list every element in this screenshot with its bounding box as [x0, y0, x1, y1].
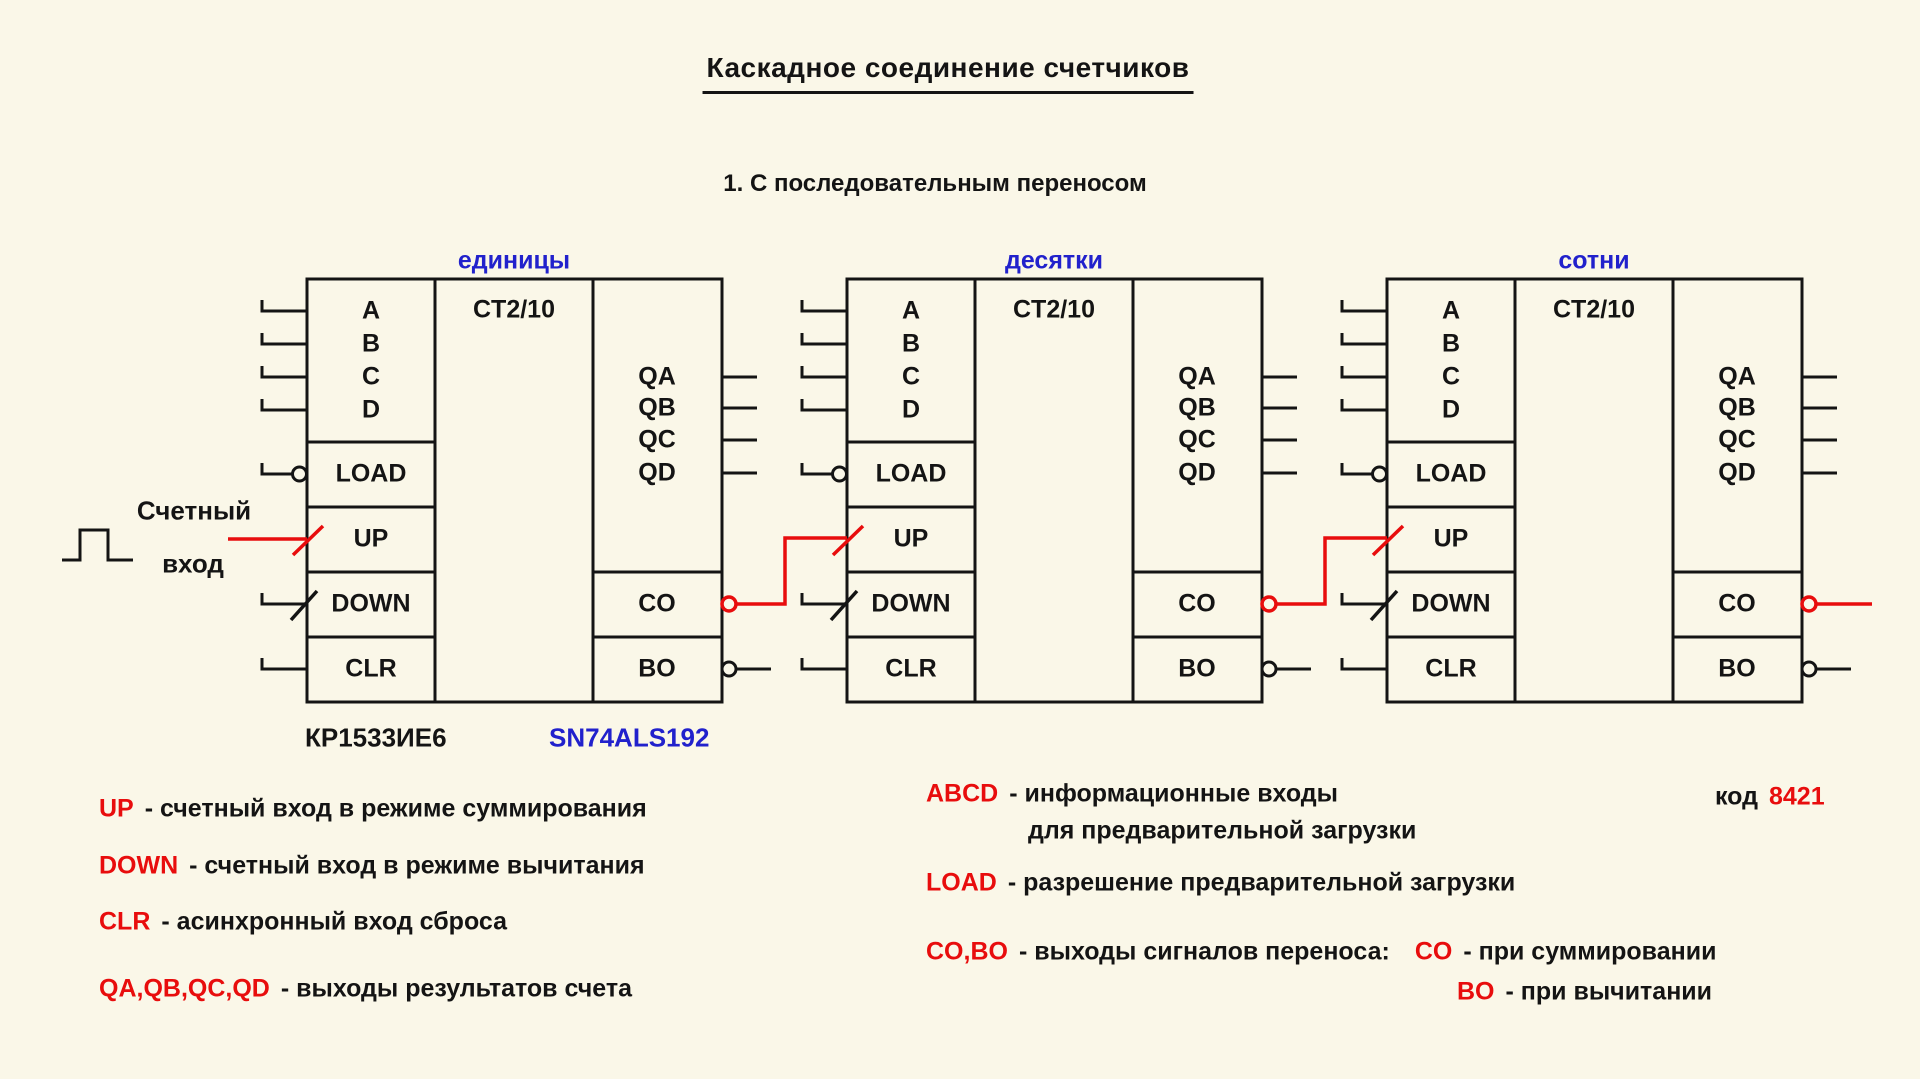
legend-down-term: DOWN: [99, 851, 179, 880]
clock-input-label-line1: Счетный: [136, 495, 252, 526]
legend-abcd: ABCD - информационные входы: [926, 780, 1338, 809]
counter-block-hundreds: сотни CT2/10 A B C D LOAD UP DOWN CLR QA…: [1387, 247, 1802, 702]
pin-d: D: [361, 395, 381, 424]
legend-clr-desc: - асинхронный вход сброса: [161, 907, 507, 936]
pin-co: CO: [1178, 589, 1216, 618]
pin-up: UP: [893, 524, 929, 553]
block-type-label: CT2/10: [1013, 295, 1095, 324]
block-label-hundreds: сотни: [1558, 246, 1630, 275]
page-title: Каскадное соединение счетчиков: [702, 52, 1194, 94]
chip-label-ru: КР1533ИЕ6: [305, 722, 447, 753]
block-type-label: CT2/10: [1553, 295, 1635, 324]
pin-qb: QB: [1178, 393, 1216, 422]
pin-b: B: [901, 329, 921, 358]
legend-up: UP - счетный вход в режиме суммирования: [99, 795, 647, 824]
legend-abcd-line2: для предварительной загрузки: [1028, 817, 1416, 846]
clock-input-label-line2: вход: [162, 548, 224, 579]
pin-b: B: [361, 329, 381, 358]
pin-down: DOWN: [1411, 589, 1491, 618]
legend-down-desc: - счетный вход в режиме вычитания: [189, 851, 645, 880]
pulse-icon: [62, 528, 133, 562]
legend-cobo-desc: - выходы сигналов переноса:: [1018, 937, 1390, 966]
legend-q-outputs: QA,QB,QC,QD - выходы результатов счета: [99, 975, 632, 1004]
pin-qb: QB: [638, 393, 676, 422]
legend-up-term: UP: [99, 794, 134, 823]
legend-load-term: LOAD: [926, 868, 997, 897]
section-heading: 1. С последовательным переносом: [723, 170, 1147, 197]
carry-wire-units-to-tens: [736, 536, 847, 606]
pin-a: A: [901, 296, 921, 325]
legend-down: DOWN - счетный вход в режиме вычитания: [99, 852, 645, 881]
legend-bo-term: BO: [1457, 977, 1495, 1006]
pin-clr: CLR: [345, 654, 397, 683]
pin-qa: QA: [638, 362, 676, 391]
legend-up-desc: - счетный вход в режиме суммирования: [144, 794, 647, 823]
pin-qc: QC: [638, 425, 676, 454]
code-note: код 8421: [1715, 783, 1825, 812]
carry-wire-tens-to-hundreds: [1276, 536, 1387, 606]
block-type-label: CT2/10: [473, 295, 555, 324]
code-note-value: 8421: [1769, 782, 1825, 811]
pin-c: C: [1441, 362, 1461, 391]
pin-load: LOAD: [1415, 459, 1487, 488]
pin-qc: QC: [1718, 425, 1756, 454]
legend-load: LOAD - разрешение предварительной загруз…: [926, 869, 1515, 898]
legend-abcd-term: ABCD: [926, 779, 999, 808]
pin-co: CO: [1718, 589, 1756, 618]
pin-a: A: [361, 296, 381, 325]
legend-load-desc: - разрешение предварительной загрузки: [1007, 868, 1516, 897]
legend-abcd-desc2: для предварительной загрузки: [1028, 816, 1417, 845]
legend-q-desc: - выходы результатов счета: [280, 974, 632, 1003]
pin-b: B: [1441, 329, 1461, 358]
legend-bo: BO - при вычитании: [1457, 978, 1712, 1007]
pin-down: DOWN: [331, 589, 411, 618]
legend-co-term: CO: [1414, 937, 1453, 966]
pin-load: LOAD: [335, 459, 407, 488]
legend-bo-desc: - при вычитании: [1505, 977, 1713, 1006]
legend-clr: CLR - асинхронный вход сброса: [99, 908, 507, 937]
pin-up: UP: [1433, 524, 1469, 553]
code-note-prefix: код: [1715, 782, 1758, 811]
counter-block-tens: десятки CT2/10 A B C D LOAD UP DOWN CLR …: [847, 247, 1262, 702]
pin-load: LOAD: [875, 459, 947, 488]
pin-bo: BO: [1718, 654, 1756, 683]
block-label-units: единицы: [457, 246, 571, 275]
chip-label-en: SN74ALS192: [549, 722, 710, 753]
pin-up: UP: [353, 524, 389, 553]
pin-a: A: [1441, 296, 1461, 325]
pin-c: C: [901, 362, 921, 391]
legend-q-term: QA,QB,QC,QD: [99, 974, 270, 1003]
pin-bo: BO: [638, 654, 676, 683]
pin-d: D: [901, 395, 921, 424]
pin-qd: QD: [638, 458, 676, 487]
pin-co: CO: [638, 589, 676, 618]
pin-qd: QD: [1178, 458, 1216, 487]
block-label-tens: десятки: [1004, 246, 1104, 275]
pin-qc: QC: [1178, 425, 1216, 454]
pin-clr: CLR: [1425, 654, 1477, 683]
legend-cobo-term: CO,BO: [926, 937, 1008, 966]
pin-qa: QA: [1178, 362, 1216, 391]
pin-down: DOWN: [871, 589, 951, 618]
pin-bo: BO: [1178, 654, 1216, 683]
pin-qb: QB: [1718, 393, 1756, 422]
pin-c: C: [361, 362, 381, 391]
legend-clr-term: CLR: [99, 907, 151, 936]
legend-cobo: CO,BO - выходы сигналов переноса: CO - п…: [926, 938, 1716, 967]
legend-abcd-desc: - информационные входы: [1009, 779, 1339, 808]
legend-co-desc: - при суммировании: [1463, 937, 1717, 966]
pin-qd: QD: [1718, 458, 1756, 487]
pin-qa: QA: [1718, 362, 1756, 391]
pin-clr: CLR: [885, 654, 937, 683]
pin-d: D: [1441, 395, 1461, 424]
counter-block-units: единицы CT2/10 A B C D LOAD UP DOWN CLR …: [307, 247, 722, 702]
